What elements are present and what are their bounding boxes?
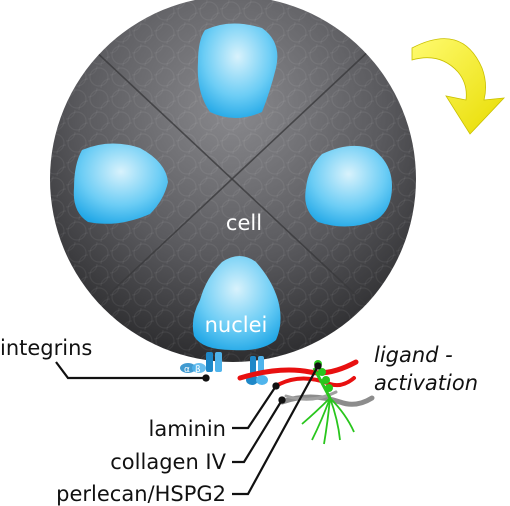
nuclei-label: nuclei	[205, 313, 268, 337]
collagen-leader	[232, 396, 286, 464]
integrin-receptor-left: α β	[180, 352, 222, 375]
division-lines	[91, 47, 373, 311]
cell-label: cell	[226, 211, 262, 235]
integrins-leader	[55, 361, 210, 382]
laminin-strands	[237, 359, 359, 388]
perlecan-leader	[232, 362, 322, 496]
nucleus-left	[73, 143, 168, 224]
ligand-activation-label-line2: activation	[374, 371, 478, 395]
collagen-iv-strands	[279, 390, 375, 407]
nucleus-right	[305, 145, 392, 227]
nucleus-top	[197, 23, 278, 118]
leader-lines	[55, 361, 322, 496]
nucleus-bottom	[192, 256, 281, 351]
laminin-label: laminin	[149, 417, 226, 441]
perlecan-hspg2-label: perlecan/HSPG2	[56, 482, 226, 506]
ligand-activation-label-line1: ligand -	[374, 343, 453, 367]
curved-arrow-clockwise-icon	[411, 38, 506, 135]
integrins-label: integrins	[0, 336, 92, 360]
alpha-symbol: α	[184, 365, 190, 375]
perlecan-hspg2	[301, 360, 355, 445]
laminin-leader	[232, 382, 280, 430]
beta-symbol: β	[195, 365, 201, 375]
collagen-iv-label: collagen IV	[110, 450, 226, 474]
cell-body	[50, 0, 416, 362]
